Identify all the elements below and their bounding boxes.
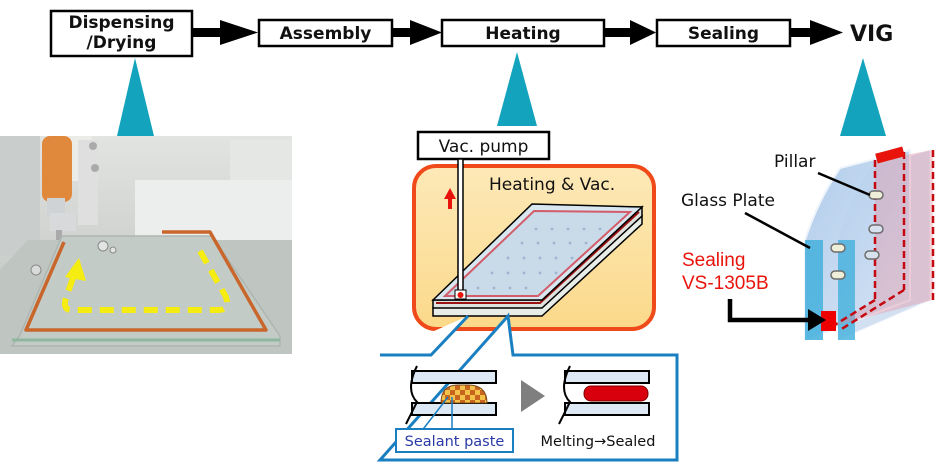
sealant-after <box>558 365 650 425</box>
arrow-head-icon <box>810 20 843 45</box>
dispense-direction-icon <box>65 258 86 281</box>
sealant-paste-label: Sealant paste <box>405 434 505 450</box>
play-triangle-icon <box>521 380 545 412</box>
step-label: Heating <box>485 24 560 44</box>
pillar-label: Pillar <box>774 152 815 172</box>
step-heating: Heating <box>440 18 606 48</box>
step-label: Sealing <box>688 24 759 44</box>
arrow-head-icon <box>410 20 442 45</box>
sealant-before <box>405 365 497 438</box>
pointer-triangle-heating <box>497 52 537 126</box>
glass-plate-leader-line <box>744 211 811 250</box>
final-product-label: VIG <box>850 22 893 47</box>
pillars <box>830 190 884 280</box>
vacuum-pump: Vac. pump <box>416 130 551 161</box>
pillar-leader-line <box>817 171 871 197</box>
flow-arrow <box>604 20 656 45</box>
arrow-head-icon <box>808 309 826 331</box>
pump-tube <box>457 158 464 296</box>
dispensing-photo <box>0 136 292 354</box>
sealing-label-line2: VS-1305B <box>682 273 769 294</box>
chamber-label: Heating & Vac. <box>489 175 615 195</box>
detail-inset: Sealant paste Melting→Sealed <box>376 312 679 462</box>
sealing-pointer-arrow <box>727 299 815 323</box>
sealing-label-line1: Sealing <box>682 250 745 271</box>
process-flow: Dispensing /Drying Assembly Heating Seal… <box>49 9 893 58</box>
flow-arrow <box>192 20 258 45</box>
sealing-edge-highlight <box>821 311 836 331</box>
glass-plate-label: Glass Plate <box>681 191 775 211</box>
up-arrow-icon <box>444 188 456 209</box>
step-dispensing-drying: Dispensing /Drying <box>49 9 194 58</box>
sealant-paste-callout <box>395 428 514 453</box>
step-label: Assembly <box>280 24 372 44</box>
step-assembly: Assembly <box>257 18 394 48</box>
heating-diagram: Heating & Vac. Vac. pump <box>412 130 656 331</box>
glass-stack <box>431 203 644 317</box>
arrow-head-icon <box>220 20 258 45</box>
arrow-head-icon <box>630 20 656 45</box>
flow-arrow <box>790 20 843 45</box>
pointer-triangle-dispensing <box>117 58 154 136</box>
pump-label: Vac. pump <box>439 137 529 157</box>
flow-arrow <box>392 20 442 45</box>
pointer-triangle-vig <box>840 58 886 136</box>
vig-diagram: Pillar Glass Plate Sealing VS-1305B <box>681 146 935 342</box>
dispense-path-arrow <box>61 249 230 313</box>
step-sealing: Sealing <box>655 18 792 48</box>
melting-sealed-label: Melting→Sealed <box>541 434 656 450</box>
pillar-grid <box>476 227 602 290</box>
step-label-line1: Dispensing <box>68 13 174 33</box>
step-label-line2: /Drying <box>87 33 157 53</box>
